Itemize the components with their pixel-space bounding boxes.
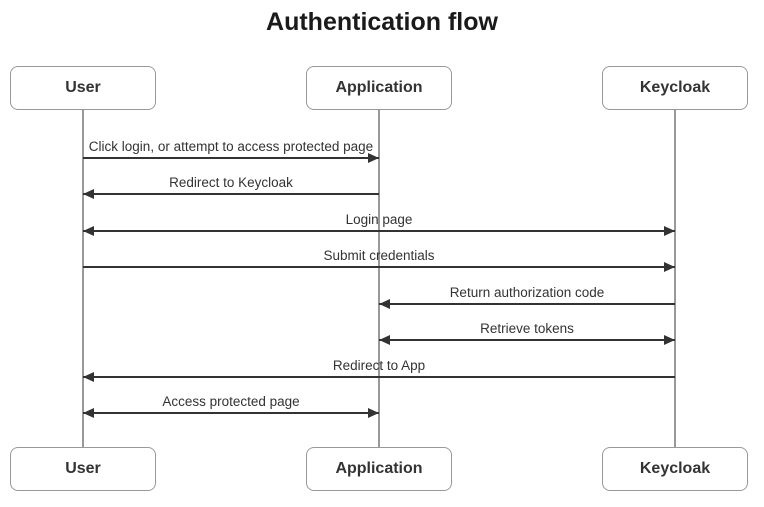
arrowhead-right-icon — [664, 262, 675, 272]
arrow-line — [83, 266, 675, 268]
actor-label: Keycloak — [639, 460, 711, 477]
diagram-title: Authentication flow — [266, 8, 498, 36]
actor-label: Application — [335, 79, 423, 96]
actor-label: Keycloak — [639, 79, 711, 96]
arrowhead-right-icon — [368, 153, 379, 163]
arrowhead-left-icon — [83, 226, 94, 236]
arrow-line — [83, 157, 379, 159]
arrow-line — [379, 303, 675, 305]
arrowhead-left-icon — [83, 189, 94, 199]
message-label: Return authorization code — [449, 285, 605, 300]
message-label: Retrieve tokens — [480, 321, 574, 336]
arrowhead-right-icon — [664, 335, 675, 345]
arrow-line — [83, 230, 675, 232]
message-label: Click login, or attempt to access protec… — [88, 139, 374, 154]
message-label: Access protected page — [162, 394, 300, 409]
arrowhead-left-icon — [83, 408, 94, 418]
arrow-line — [83, 376, 675, 378]
message-label: Redirect to App — [332, 358, 426, 373]
actor-box-user-top: User — [10, 66, 156, 110]
actor-box-application-top: Application — [306, 66, 452, 110]
actor-box-keycloak-bottom: Keycloak — [602, 447, 748, 491]
lifeline-user — [82, 110, 84, 447]
arrowhead-left-icon — [379, 299, 390, 309]
arrowhead-left-icon — [83, 372, 94, 382]
actor-box-keycloak-top: Keycloak — [602, 66, 748, 110]
arrowhead-left-icon — [379, 335, 390, 345]
arrow-line — [379, 339, 675, 341]
arrowhead-right-icon — [368, 408, 379, 418]
actor-label: Application — [335, 460, 423, 477]
message-label: Redirect to Keycloak — [169, 175, 293, 190]
actor-label: User — [65, 79, 101, 96]
lifeline-keycloak — [674, 110, 676, 447]
actor-box-application-bottom: Application — [306, 447, 452, 491]
arrowhead-right-icon — [664, 226, 675, 236]
actor-box-user-bottom: User — [10, 447, 156, 491]
message-label: Login page — [345, 212, 413, 227]
lifeline-application — [378, 110, 380, 447]
arrow-line — [83, 193, 379, 195]
message-label: Submit credentials — [323, 248, 435, 263]
arrow-line — [83, 412, 379, 414]
actor-label: User — [65, 460, 101, 477]
